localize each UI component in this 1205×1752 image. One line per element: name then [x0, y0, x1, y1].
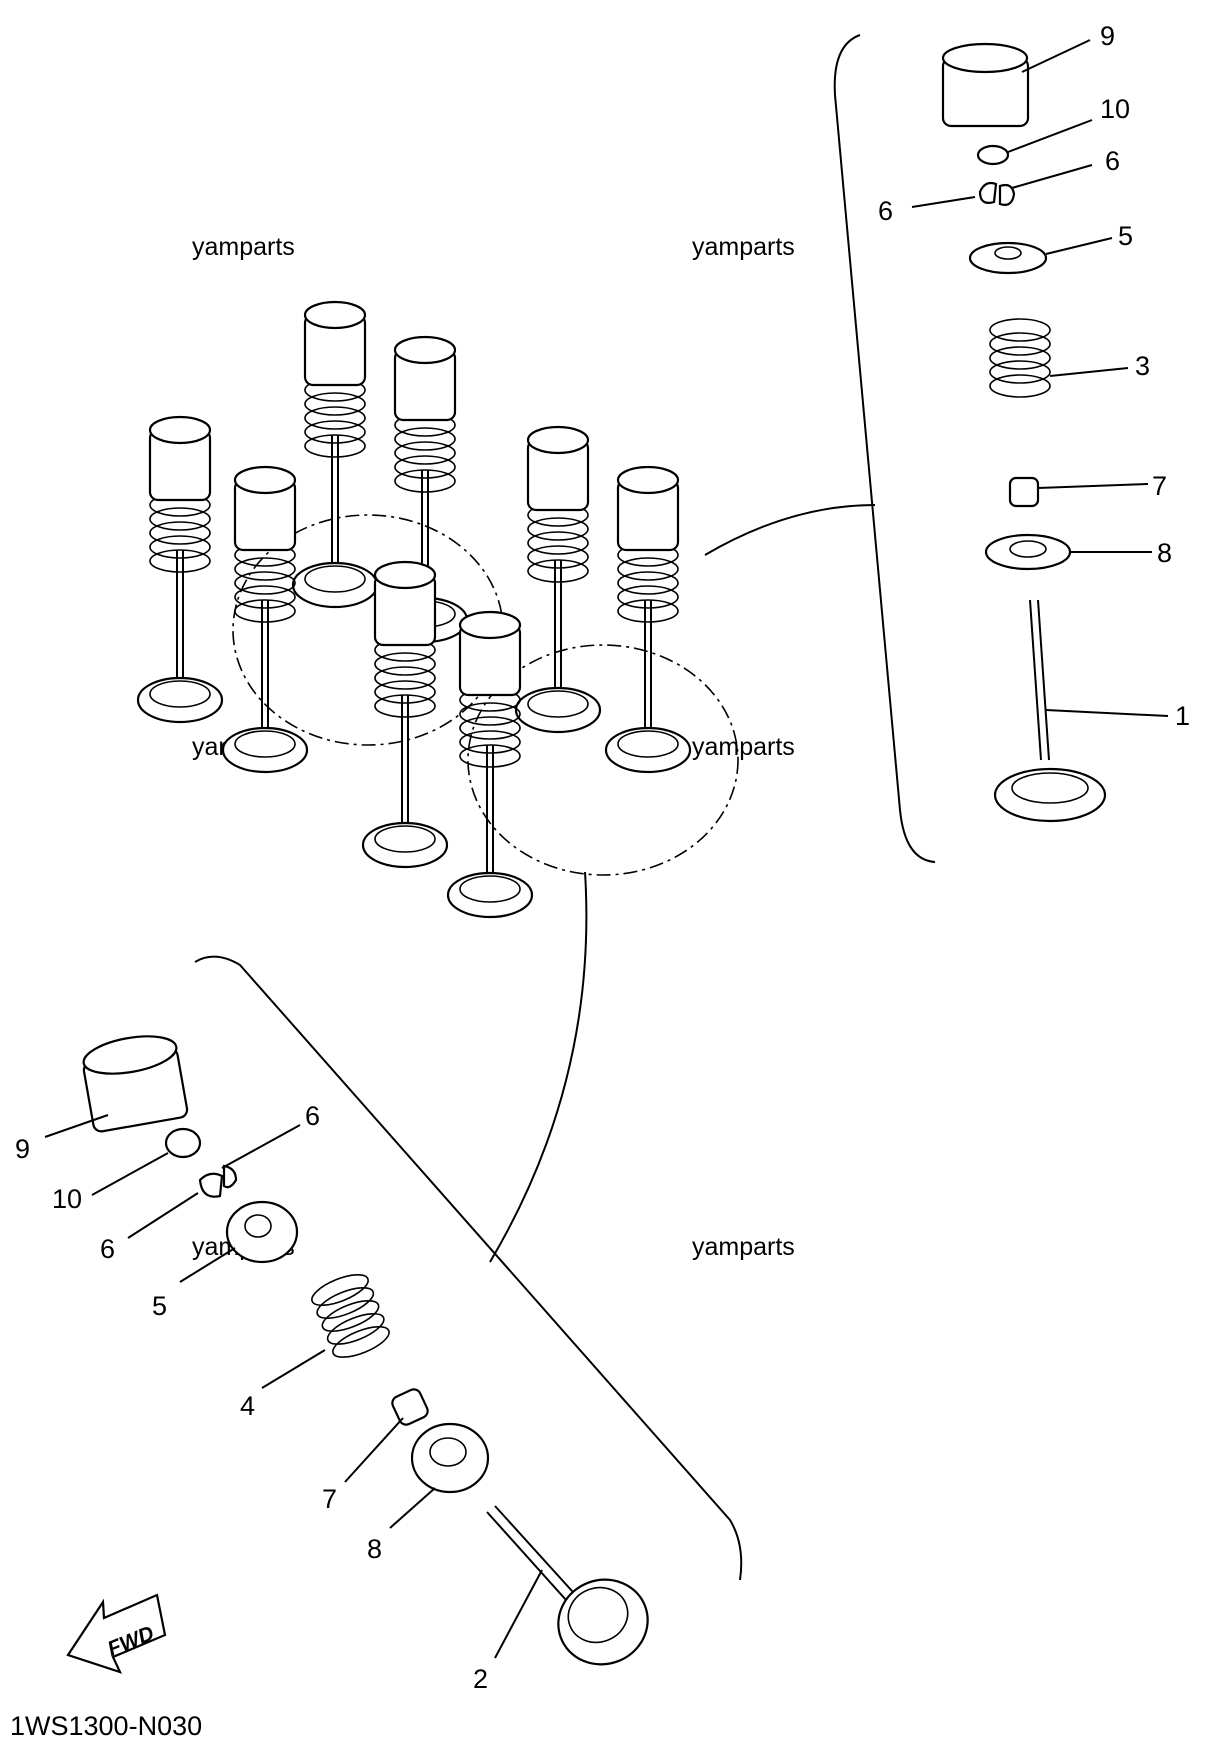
watermark-text: yamparts	[692, 1233, 795, 1261]
callout-number: 5	[1118, 221, 1133, 251]
callout-number: 6	[1105, 146, 1120, 176]
bracket-right	[833, 34, 936, 863]
callout-number: 7	[322, 1484, 337, 1514]
watermark-text: yamparts	[692, 733, 795, 761]
exploded-parts-right	[941, 42, 1107, 823]
callout-number: 5	[152, 1291, 167, 1321]
watermark-text: yamparts	[692, 233, 795, 261]
callout-number: 1	[1175, 701, 1190, 731]
leader-lines-right	[911, 39, 1169, 717]
callouts-right: 9 10 6 6 5 3 7 8 1	[878, 21, 1190, 731]
connector-line-right	[704, 504, 876, 556]
callout-number: 2	[473, 1664, 488, 1694]
callouts-left: 9 10 6 6 5 4 7 8 2	[15, 1101, 488, 1694]
exploded-parts-left	[82, 1035, 649, 1666]
bracket-left	[194, 955, 743, 1581]
callout-number: 9	[15, 1134, 30, 1164]
callout-number: 10	[1100, 94, 1130, 124]
watermark-text: yamparts	[192, 233, 295, 261]
connector-line-left	[489, 871, 588, 1263]
callout-number: 6	[878, 196, 893, 226]
callout-number: 10	[52, 1184, 82, 1214]
callout-number: 3	[1135, 351, 1150, 381]
callout-number: 8	[367, 1534, 382, 1564]
callout-number: 4	[240, 1391, 255, 1421]
fwd-arrow-icon: FWD	[66, 1593, 167, 1674]
diagram-code: 1WS1300-N030	[10, 1711, 202, 1741]
callout-number: 9	[1100, 21, 1115, 51]
leader-lines-left	[44, 1114, 543, 1659]
callout-number: 6	[100, 1234, 115, 1264]
valve-cluster	[138, 302, 739, 917]
callout-number: 6	[305, 1101, 320, 1131]
callout-number: 8	[1157, 538, 1172, 568]
callout-number: 7	[1152, 471, 1167, 501]
